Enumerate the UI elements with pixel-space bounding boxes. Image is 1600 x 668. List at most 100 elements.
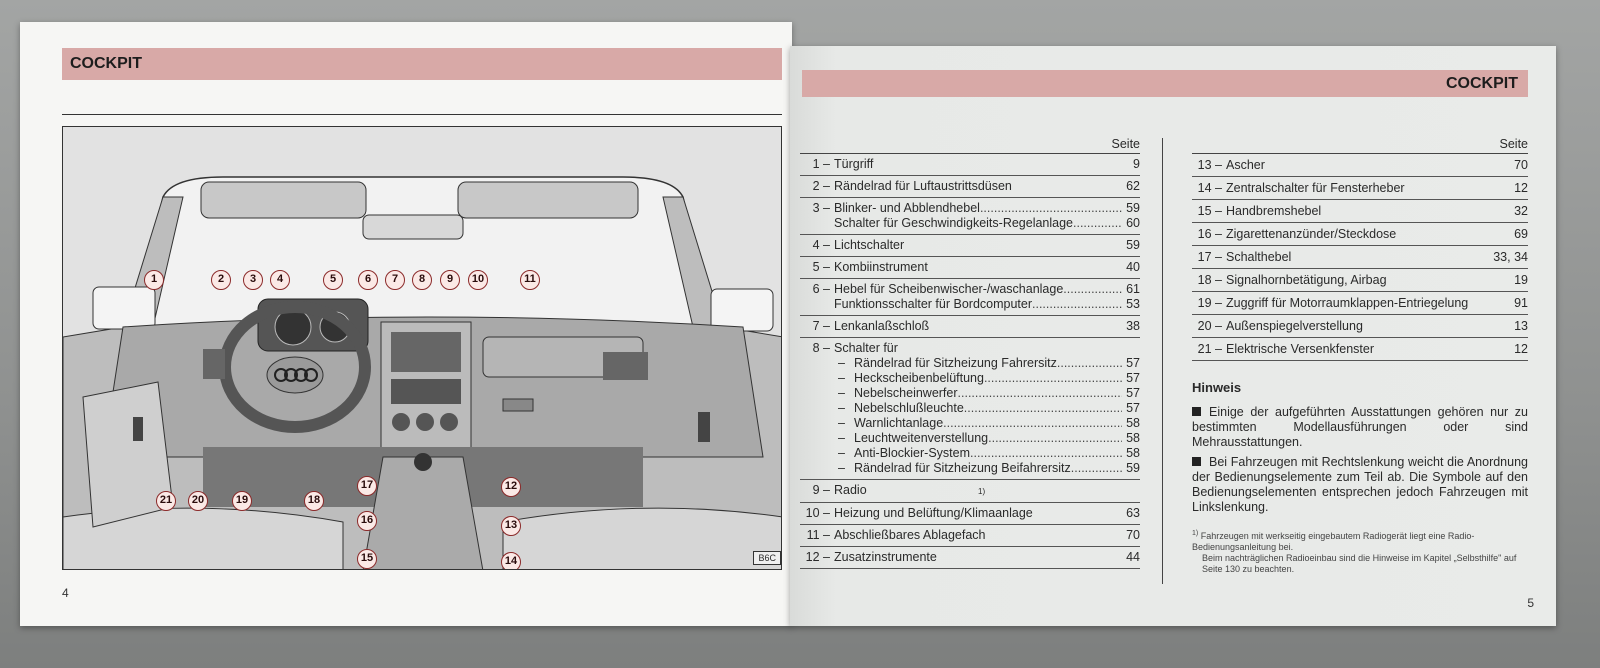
item-label: Ascher <box>1226 158 1265 172</box>
item-number: 4 – <box>812 238 830 252</box>
item-label: Schalter für <box>834 341 898 355</box>
page-ref: 70 <box>1126 528 1140 542</box>
item-label: Außenspiegelverstellung <box>1226 319 1363 333</box>
callout-number: 11 <box>520 270 540 290</box>
page-number: 4 <box>62 586 69 600</box>
page-ref: 38 <box>1126 319 1140 333</box>
item-label: Schalthebel <box>1226 250 1292 264</box>
item-label: Lenkanlaßschloß <box>834 319 930 333</box>
page-ref: 63 <box>1126 506 1140 520</box>
page-ref: 61 <box>1126 282 1140 296</box>
item-number: 11 – <box>806 528 830 542</box>
callout-number: 18 <box>304 491 324 511</box>
item-label: Heckscheibenbelüftung <box>854 371 984 385</box>
callout-number: 8 <box>412 270 432 290</box>
dash: – <box>838 371 845 385</box>
leader-dots <box>964 401 1122 416</box>
divider <box>62 114 782 115</box>
column-divider <box>1162 138 1163 584</box>
callout-number: 10 <box>468 270 488 290</box>
page-ref: 59 <box>1126 238 1140 252</box>
leader-dots <box>943 416 1122 431</box>
callout-number: 21 <box>156 491 176 511</box>
item-number: 14 – <box>1197 181 1222 195</box>
item-number: 21 – <box>1197 342 1222 356</box>
item-label: Signalhornbetätigung, Airbag <box>1226 273 1387 287</box>
page-ref: 12 <box>1514 181 1528 195</box>
leader-dots <box>984 371 1122 386</box>
dash: – <box>838 401 845 415</box>
item-label: Blinker- und Abblendhebel <box>834 201 980 215</box>
callout-number: 1 <box>144 270 164 290</box>
dash: – <box>838 446 845 460</box>
page-column-header: Seite <box>1192 134 1528 154</box>
sub-item: –Anti-Blockier-System58 <box>800 446 1140 461</box>
sub-item: –Rändelrad für Sitzheizung Beifahrersitz… <box>800 461 1140 476</box>
page-ref: 59 <box>1126 461 1140 475</box>
callout-number: 14 <box>501 552 521 569</box>
leader-dots <box>980 201 1122 216</box>
item-number: 12 – <box>805 550 830 564</box>
bullet-square-icon <box>1192 457 1201 466</box>
page-ref: 57 <box>1126 401 1140 415</box>
page-ref: 58 <box>1126 416 1140 430</box>
callout-number: 12 <box>501 477 521 497</box>
callout-number: 4 <box>270 270 290 290</box>
item-label: Funktionsschalter für Bordcomputer <box>834 297 1033 311</box>
leader-dots <box>1073 216 1122 231</box>
item-label: Handbremshebel <box>1226 204 1322 218</box>
item-number: 16 – <box>1197 227 1222 241</box>
page-ref: 53 <box>1126 297 1140 311</box>
leader-dots <box>1032 297 1122 312</box>
dash: – <box>838 461 845 475</box>
item-number: 5 – <box>812 260 830 274</box>
row-line: 6 –Hebel für Scheibenwischer-/waschanlag… <box>800 282 1140 297</box>
callout-number: 16 <box>357 511 377 531</box>
row-line: 19 –Zuggriff für Motorraumklappen-Entrie… <box>1192 296 1528 311</box>
callout-number: 13 <box>501 516 521 536</box>
sub-item: –Nebelscheinwerfer57 <box>800 386 1140 401</box>
footnote: 1) Fahrzeugen mit werkseitig eingebautem… <box>1192 528 1528 575</box>
item-label: Anti-Blockier-System <box>854 446 970 460</box>
note-paragraph: Bei Fahrzeugen mit Rechtslenkung weicht … <box>1192 455 1528 514</box>
page-ref: 62 <box>1126 179 1140 193</box>
leader-dots <box>1071 461 1122 476</box>
item-label: Nebelscheinwerfer <box>854 386 958 400</box>
item-number: 13 – <box>1197 158 1222 172</box>
section-header: COCKPIT <box>802 70 1528 97</box>
row-line: Funktionsschalter für Bordcomputer 53 <box>800 297 1140 312</box>
leader-dots <box>958 386 1122 401</box>
leader-dots <box>1057 356 1122 371</box>
page-ref: 19 <box>1514 273 1528 287</box>
leader-dots <box>970 446 1122 461</box>
table-row: 18 – Signalhornbetätigung, Airbag 19 <box>1192 269 1528 292</box>
table-row: 6 –Hebel für Scheibenwischer-/waschanlag… <box>800 279 1140 316</box>
page-ref: 58 <box>1126 431 1140 445</box>
item-number: 9 – <box>812 483 830 497</box>
item-label: Zusatzinstrumente <box>834 550 937 564</box>
left-page: COCKPIT <box>20 22 792 626</box>
page-ref: 13 <box>1514 319 1528 333</box>
item-number: 10 – <box>805 506 830 520</box>
callout-number: 19 <box>232 491 252 511</box>
sub-item: –Warnlichtanlage58 <box>800 416 1140 431</box>
row-line: 8 –Schalter für <box>800 341 1140 356</box>
item-number: 18 – <box>1197 273 1222 287</box>
